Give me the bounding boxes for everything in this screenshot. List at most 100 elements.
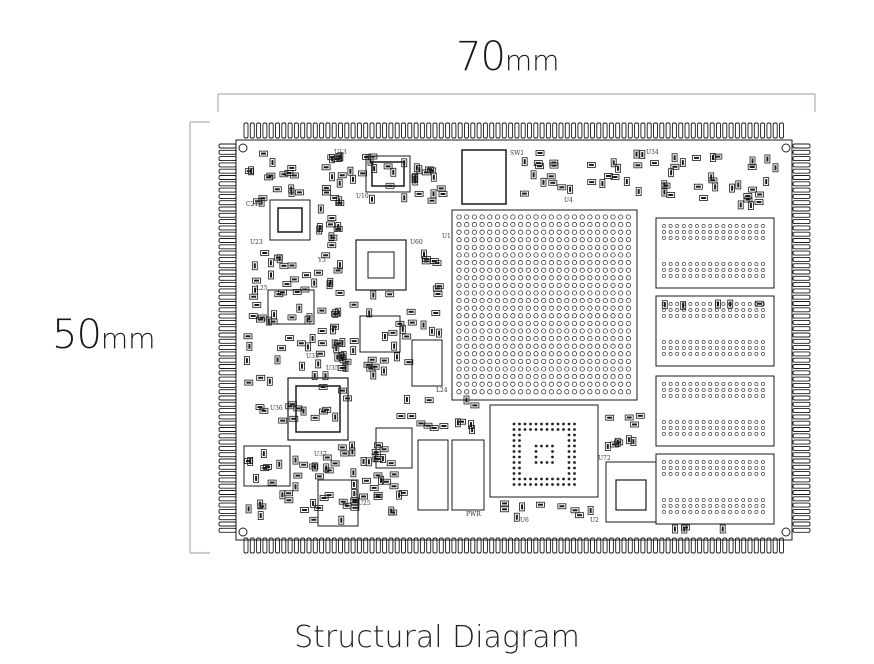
edge-pin — [760, 122, 766, 139]
edge-pin — [753, 122, 759, 139]
edge-pin — [577, 537, 583, 554]
mount-hole-tr — [781, 143, 791, 153]
edge-pin — [792, 231, 811, 237]
edge-pin — [792, 376, 811, 382]
edge-pin — [438, 537, 444, 554]
silk-pwr: PWR — [466, 511, 481, 518]
edge-pin — [792, 477, 811, 483]
edge-pin — [659, 122, 665, 139]
edge-pin — [792, 452, 811, 458]
edge-pin — [218, 445, 237, 451]
edge-pin — [218, 521, 237, 527]
edge-pin — [766, 537, 772, 554]
edge-pin — [218, 408, 237, 414]
edge-pin — [325, 537, 331, 554]
edge-pin — [218, 143, 237, 149]
edge-pin — [545, 122, 551, 139]
edge-pin — [470, 537, 476, 554]
silk-u6: U6 — [520, 517, 529, 524]
edge-pin — [218, 149, 237, 155]
edge-pin — [218, 307, 237, 313]
edge-pin — [218, 433, 237, 439]
edge-pin — [262, 537, 268, 554]
edge-pin — [583, 537, 589, 554]
edge-pin — [792, 200, 811, 206]
height-unit: mm — [100, 322, 156, 355]
edge-pin — [218, 193, 237, 199]
edge-pin — [218, 508, 237, 514]
edge-pin — [243, 537, 249, 554]
edge-pin — [218, 212, 237, 218]
edge-pin — [792, 149, 811, 155]
edge-pin — [760, 537, 766, 554]
edge-pin — [792, 414, 811, 420]
silk-u37: U37 — [314, 451, 327, 458]
edge-pin — [792, 382, 811, 388]
edge-pin — [501, 122, 507, 139]
edge-pin — [508, 537, 514, 554]
edge-pin — [218, 458, 237, 464]
edge-pin — [741, 537, 747, 554]
edge-pin — [218, 156, 237, 162]
height-dimension-line — [189, 121, 210, 554]
edge-pin — [438, 122, 444, 139]
edge-pin — [640, 537, 646, 554]
edge-pin — [792, 357, 811, 363]
edge-pin — [218, 225, 237, 231]
edge-pin — [665, 122, 671, 139]
edge-pin — [564, 122, 570, 139]
silk-c217: C217 — [246, 201, 262, 208]
edge-pin — [356, 537, 362, 554]
edge-pin — [792, 351, 811, 357]
width-value: 70 — [456, 34, 506, 80]
edge-pin — [722, 537, 728, 554]
edge-pin — [218, 175, 237, 180]
edge-pin — [382, 122, 388, 139]
edge-pin — [571, 122, 577, 139]
edge-pin — [792, 269, 811, 275]
edge-pin — [218, 427, 237, 432]
edge-pin — [218, 490, 237, 495]
edge-pin — [375, 122, 381, 139]
edge-pin — [218, 414, 237, 420]
edge-pin — [792, 168, 811, 174]
edge-pin — [394, 122, 400, 139]
edge-pin — [792, 212, 811, 218]
edge-pin — [792, 345, 811, 351]
edge-pin — [281, 537, 287, 554]
edge-pin — [218, 464, 237, 470]
edge-pin — [325, 122, 331, 139]
edge-pin — [218, 477, 237, 483]
edge-pin — [218, 357, 237, 363]
edge-pin — [401, 122, 406, 139]
edge-pin — [671, 537, 677, 554]
edge-pin — [249, 537, 255, 554]
edge-pin — [792, 288, 811, 294]
edge-pin — [627, 122, 633, 139]
edge-pin — [792, 364, 811, 369]
edge-pins-left — [218, 143, 237, 533]
edge-pin — [527, 537, 532, 554]
edge-pin — [218, 200, 237, 206]
edge-pin — [218, 376, 237, 382]
edge-pin — [792, 370, 811, 376]
edge-pin — [792, 445, 811, 451]
edge-pin — [792, 175, 811, 180]
edge-pin — [464, 537, 469, 554]
edge-pin — [653, 537, 658, 554]
edge-pin — [451, 537, 457, 554]
edge-pin — [426, 537, 432, 554]
edge-pin — [300, 537, 306, 554]
edge-pin — [218, 351, 237, 357]
edge-pin — [792, 496, 811, 502]
edge-pin — [287, 537, 293, 554]
edge-pin — [621, 537, 627, 554]
edge-pin — [747, 122, 753, 139]
edge-pin — [602, 537, 608, 554]
edge-pin — [293, 537, 299, 554]
edge-pins-top — [243, 122, 784, 139]
edge-pin — [627, 537, 633, 554]
silk-u34: U34 — [646, 149, 659, 156]
edge-pin — [432, 122, 438, 139]
edge-pin — [792, 282, 811, 288]
